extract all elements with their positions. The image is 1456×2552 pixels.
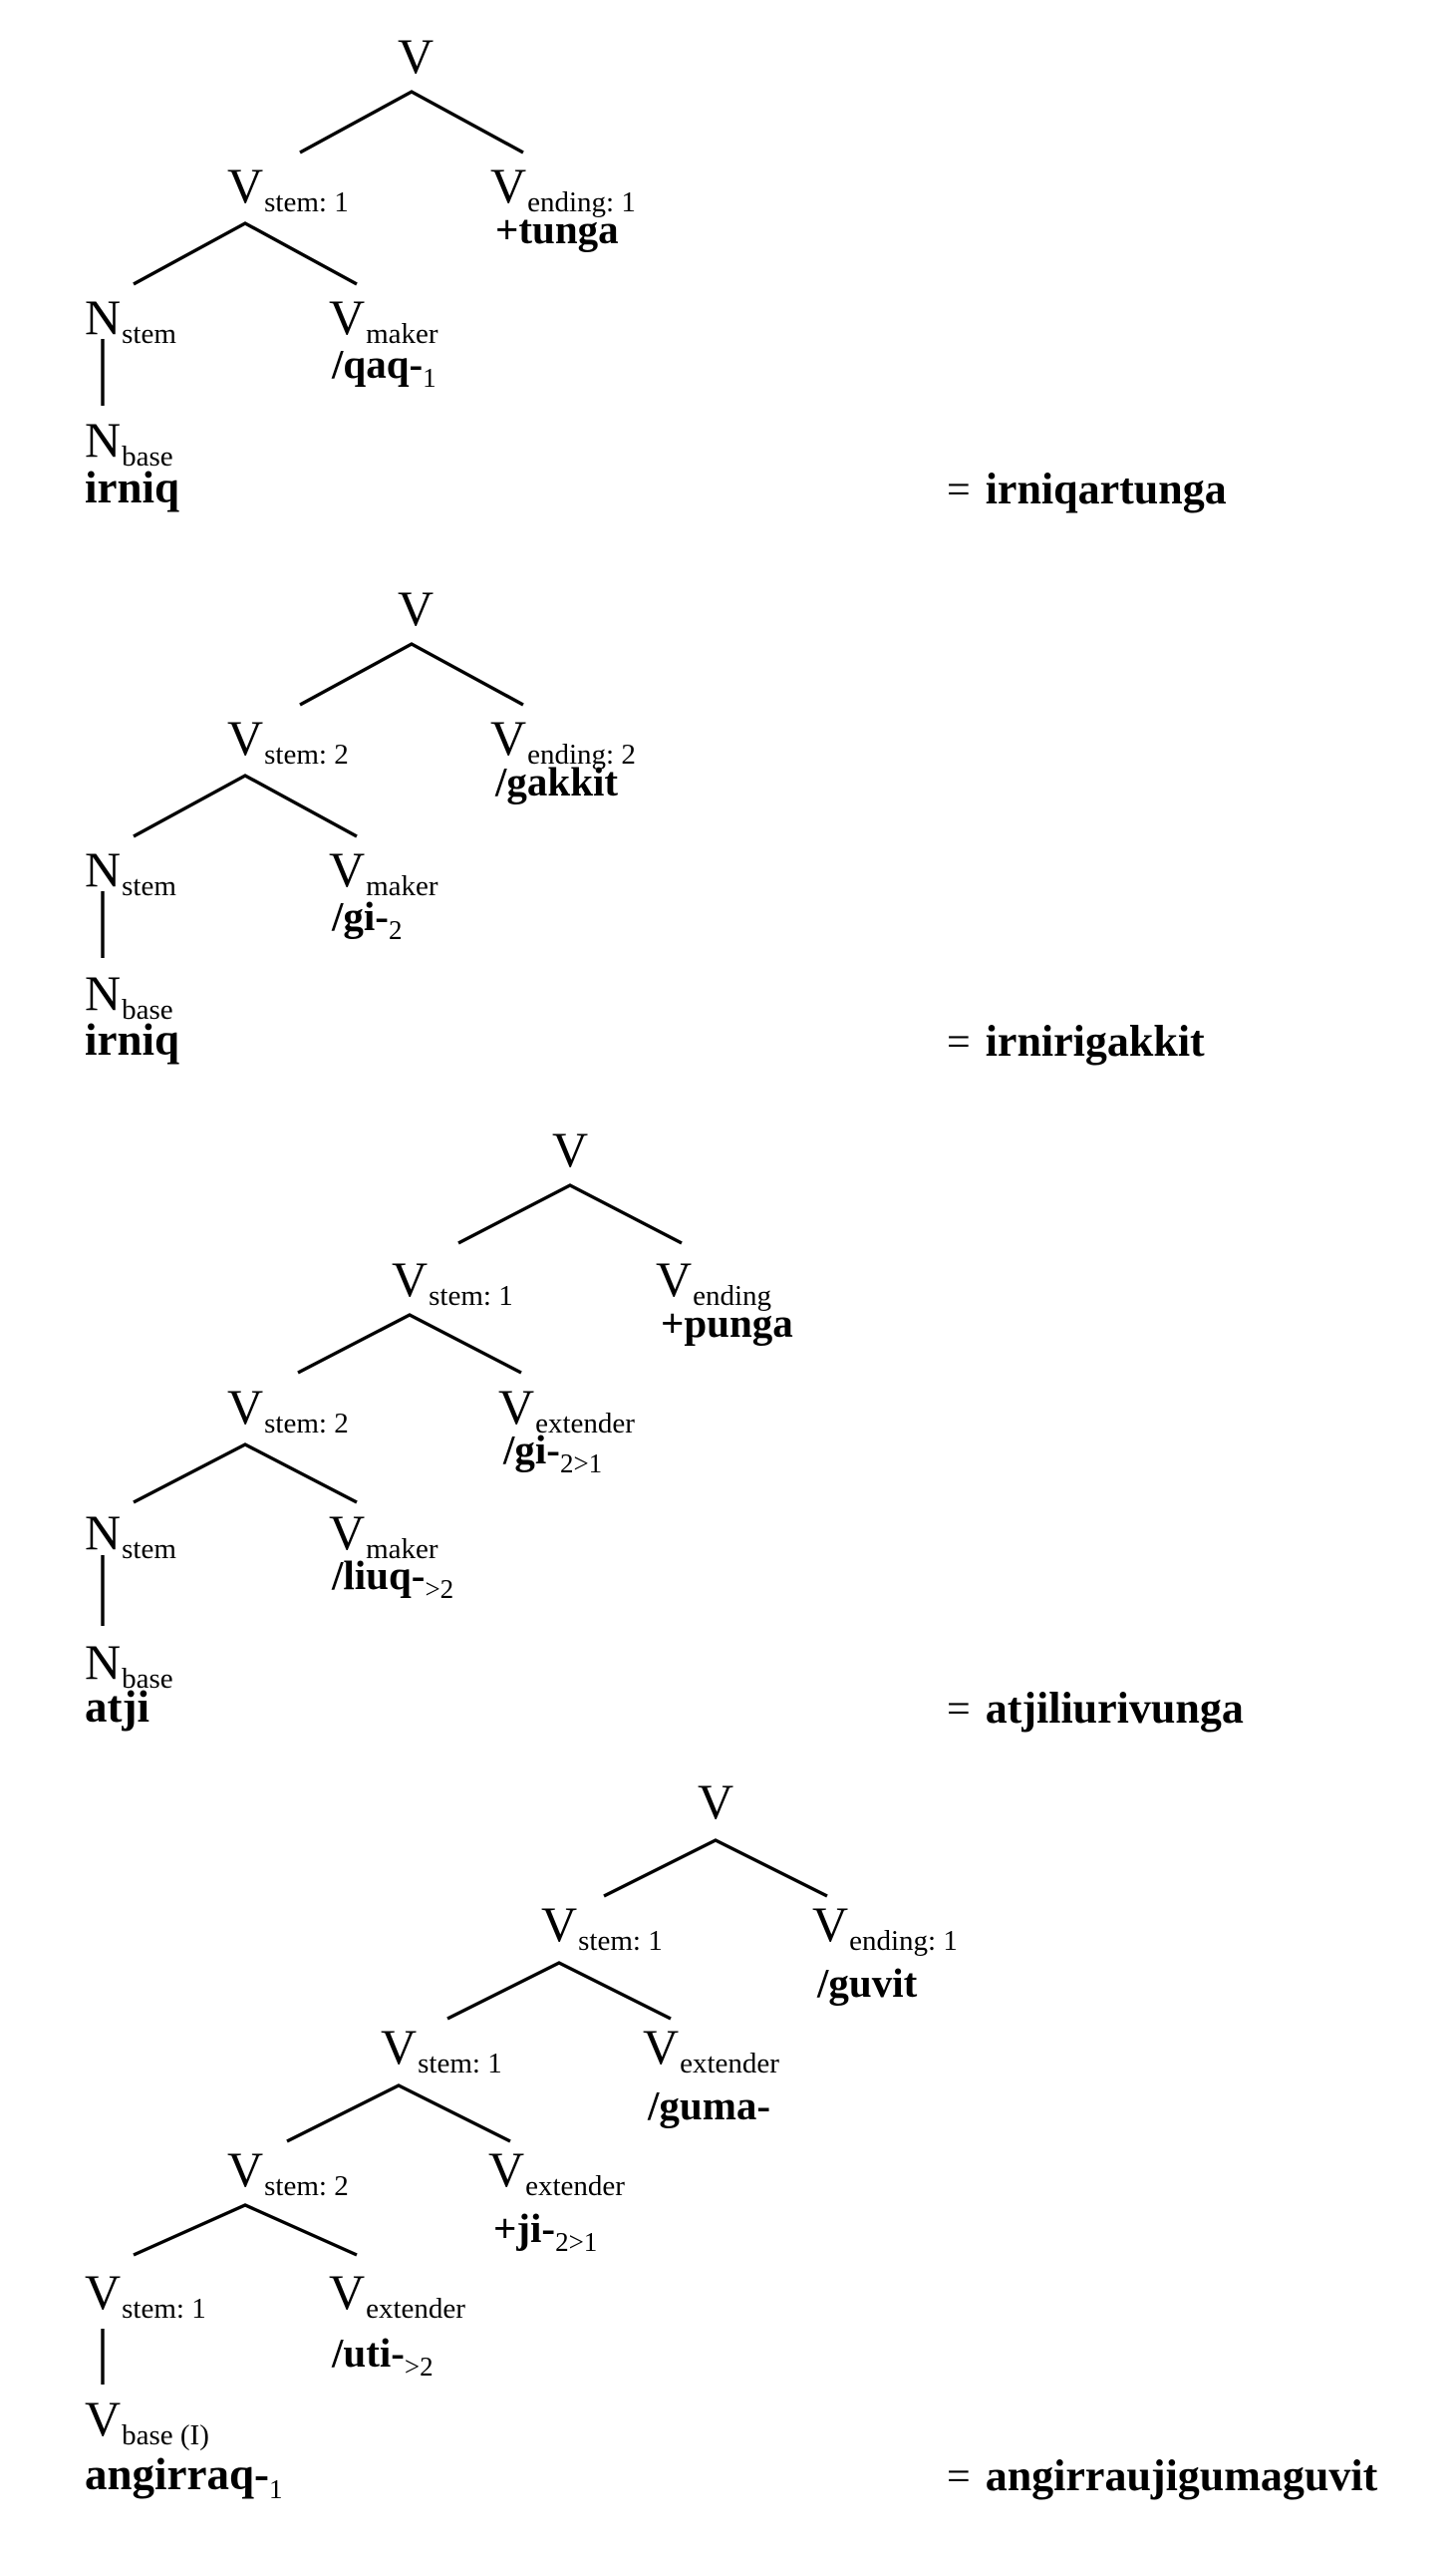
tree-node: Nstem [85, 289, 176, 350]
derived-word-result: =atjiliurivunga [947, 1684, 1244, 1733]
tree-node: Vextender [643, 2019, 779, 2079]
derived-word-result: =irniqartunga [947, 465, 1227, 513]
tree-node: Vending: 2 [490, 710, 636, 771]
morpheme-label: /qaq-1 [332, 341, 437, 394]
branch-line [133, 2203, 358, 2257]
branch-line [133, 1442, 358, 1504]
tree-node: Vstem: 1 [392, 1251, 513, 1312]
tree-node: V [698, 1773, 734, 1829]
equals-sign: = [947, 1020, 971, 1066]
branch-line [133, 221, 358, 286]
tree-node: Vmaker [329, 841, 438, 902]
branch-line [603, 1838, 828, 1898]
tree-node: V [552, 1121, 589, 1177]
tree-node: Vmaker [329, 1504, 438, 1565]
base-word: irniq [85, 1015, 180, 1065]
tree-node: Vextender [488, 2141, 625, 2202]
tree-node: Vextender [329, 2264, 465, 2325]
morpheme-label: /guma- [648, 2082, 770, 2128]
base-word: atji [85, 1682, 149, 1732]
tree-node: Vbase (I) [85, 2391, 209, 2451]
branch-line [286, 2083, 511, 2143]
tree-node: V [398, 28, 435, 84]
equals-sign: = [947, 1687, 971, 1733]
tree-node: Vstem: 1 [227, 158, 349, 218]
tree-node: Vmaker [329, 289, 438, 350]
derived-word-result: =irnirigakkit [947, 1017, 1205, 1066]
tree-node: Vending: 1 [490, 158, 636, 218]
tree-node: Nbase [85, 965, 173, 1026]
morpheme-label: +tunga [495, 206, 619, 252]
tree-node: Vstem: 1 [381, 2019, 502, 2079]
tree-node: Vending [656, 1251, 772, 1312]
derived-word-result: =angirraujigumaguvit [947, 2451, 1378, 2500]
tree-node: Nbase [85, 1634, 173, 1695]
morpheme-label: +ji-2>1 [493, 2205, 598, 2258]
tree-node: V [398, 580, 435, 636]
base-word: angirraq-1 [85, 2449, 283, 2505]
equals-sign: = [947, 468, 971, 513]
tree-node: Vstem: 2 [227, 2141, 349, 2202]
branch-line [299, 642, 524, 707]
morpheme-label: /uti->2 [332, 2330, 434, 2383]
branch-line [299, 90, 524, 155]
morpheme-label: /liuq->2 [332, 1552, 454, 1605]
tree-node: Vstem: 1 [541, 1896, 663, 1957]
tree-node: Nbase [85, 412, 173, 473]
tree-node: Vextender [498, 1379, 635, 1439]
tree-node: Vstem: 2 [227, 1379, 349, 1439]
morpheme-label: +punga [661, 1300, 793, 1346]
morpheme-label: /gi-2>1 [503, 1427, 603, 1479]
morpheme-label: /guvit [817, 1960, 918, 2006]
tree-node: Nstem [85, 841, 176, 902]
tree-node: Vstem: 1 [85, 2264, 206, 2325]
equals-sign: = [947, 2454, 971, 2500]
tree-node: Nstem [85, 1504, 176, 1565]
morpheme-label: /gi-2 [332, 893, 403, 946]
branch-line [457, 1183, 683, 1245]
branch-line [133, 774, 358, 838]
tree-node: Vending: 1 [812, 1896, 958, 1957]
branch-line [297, 1313, 522, 1375]
base-word: irniq [85, 463, 180, 512]
tree-node: Vstem: 2 [227, 710, 349, 771]
branch-line [446, 1961, 672, 2021]
morpheme-label: /gakkit [495, 759, 619, 804]
